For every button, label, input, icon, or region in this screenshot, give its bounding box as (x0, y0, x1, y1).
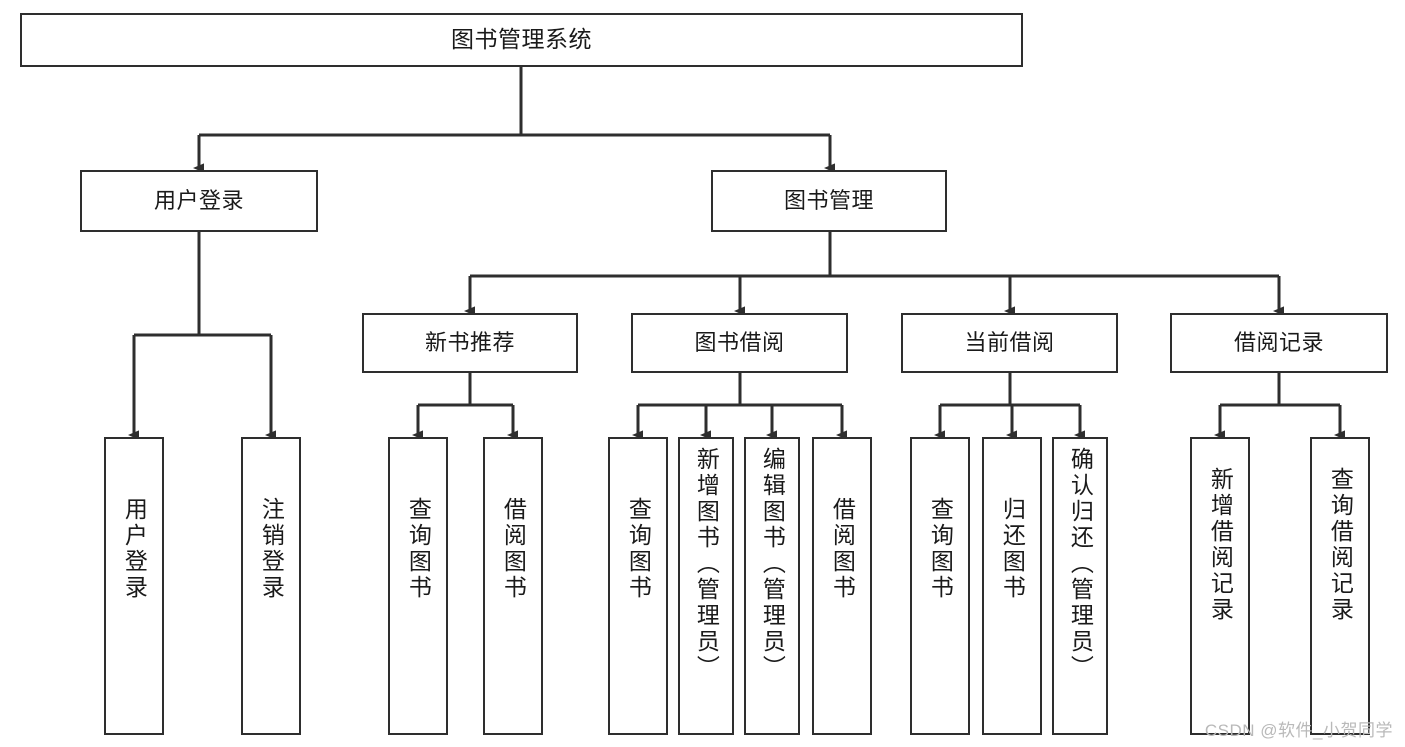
node-leaf-edit-book-admin[interactable]: 编辑图书（管理员） (744, 437, 800, 735)
node-leaf-query-book-current[interactable]: 查询图书 (910, 437, 970, 735)
node-label: 图书借阅 (694, 329, 785, 355)
csdn-watermark: CSDN @软件_小贺同学 (1204, 721, 1393, 740)
node-label: 借阅图书 (829, 497, 856, 601)
node-leaf-add-book-admin[interactable]: 新增图书（管理员） (678, 437, 734, 735)
node-leaf-user-login[interactable]: 用户登录 (104, 437, 164, 735)
node-label: 查询借阅记录 (1327, 467, 1354, 623)
node-leaf-add-borrow-record[interactable]: 新增借阅记录 (1190, 437, 1250, 735)
node-book-manage[interactable]: 图书管理 (711, 170, 947, 232)
node-label: 当前借阅 (964, 329, 1055, 355)
node-label: 借阅记录 (1233, 329, 1324, 355)
node-leaf-borrow-book-borrow[interactable]: 借阅图书 (812, 437, 872, 735)
node-leaf-logout-login[interactable]: 注销登录 (241, 437, 301, 735)
node-current-borrow[interactable]: 当前借阅 (901, 313, 1118, 373)
node-leaf-query-borrow-record[interactable]: 查询借阅记录 (1310, 437, 1370, 735)
node-label: 归还图书 (999, 497, 1026, 601)
node-borrow-record[interactable]: 借阅记录 (1170, 313, 1388, 373)
node-leaf-return-book[interactable]: 归还图书 (982, 437, 1042, 735)
node-leaf-query-book-borrow[interactable]: 查询图书 (608, 437, 668, 735)
node-book-borrow[interactable]: 图书借阅 (631, 313, 848, 373)
node-label: 借阅图书 (500, 497, 527, 601)
node-book-management-system[interactable]: 图书管理系统 (20, 13, 1023, 67)
node-label: 确认归还（管理员） (1067, 447, 1094, 681)
node-label: 查询图书 (625, 497, 652, 601)
node-label: 编辑图书（管理员） (759, 447, 786, 681)
node-label: 查询图书 (927, 497, 954, 601)
node-label: 新书推荐 (424, 329, 515, 355)
node-leaf-query-book-recommend[interactable]: 查询图书 (388, 437, 448, 735)
node-label: 图书管理系统 (451, 26, 592, 53)
node-label: 图书管理 (783, 187, 874, 213)
node-label: 新增借阅记录 (1207, 467, 1234, 623)
node-label: 用户登录 (121, 497, 148, 601)
node-label: 查询图书 (405, 497, 432, 601)
node-label: 注销登录 (258, 497, 285, 601)
node-leaf-borrow-book-recommend[interactable]: 借阅图书 (483, 437, 543, 735)
node-label: 用户登录 (153, 187, 244, 213)
node-new-book-recommend[interactable]: 新书推荐 (362, 313, 578, 373)
node-label: 新增图书（管理员） (693, 447, 720, 681)
node-user-login[interactable]: 用户登录 (80, 170, 318, 232)
node-leaf-confirm-return-admin[interactable]: 确认归还（管理员） (1052, 437, 1108, 735)
